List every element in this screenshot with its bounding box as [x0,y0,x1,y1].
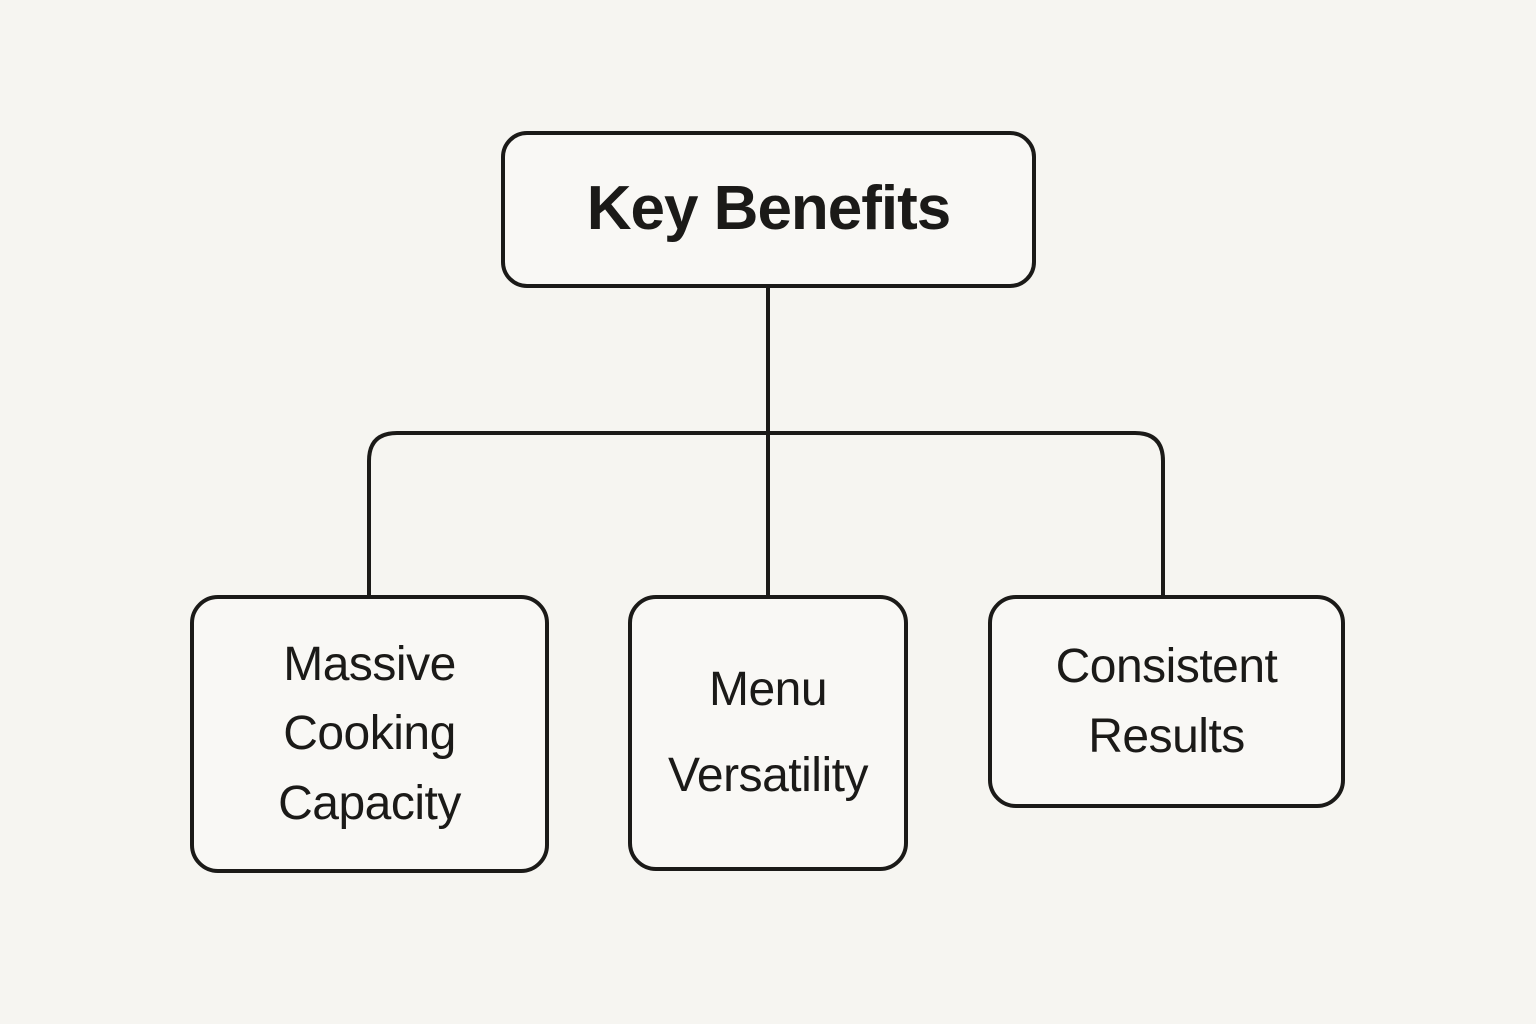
node-massive-cooking-capacity: Massive Cooking Capacity [190,595,549,873]
node-menu-versatility: Menu Versatility [628,595,908,871]
node-label-line: Consistent [1055,639,1278,693]
node-label-line: Versatility [668,749,868,802]
node-label-line: Menu [708,662,828,716]
node-consistent-results: Consistent Results [988,595,1345,808]
node-key-benefits-label: Key Benefits [586,174,952,244]
node-key-benefits: Key Benefits [501,131,1036,288]
node-label-line: Capacity [278,776,461,830]
node-label-line: Results [1088,709,1245,763]
connector-branch-left-right [367,431,1165,597]
node-label-line: Cooking [283,707,456,761]
node-label-line: Massive [283,637,456,691]
